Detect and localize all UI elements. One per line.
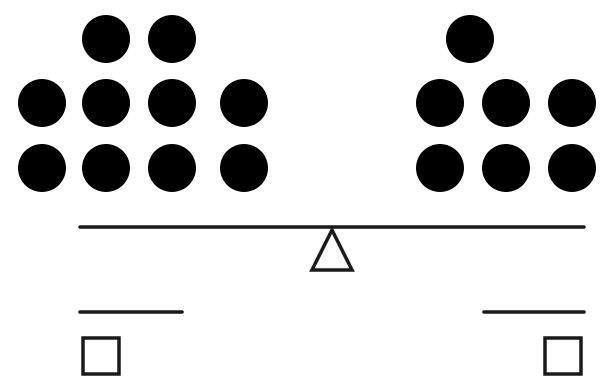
volleyball-icon xyxy=(416,79,464,127)
left-answer-box[interactable] xyxy=(81,336,121,376)
volleyball-icon xyxy=(482,79,530,127)
volleyball-icon xyxy=(548,144,596,192)
volleyball-icon xyxy=(82,144,130,192)
volleyball-icon xyxy=(148,144,196,192)
fulcrum-triangle xyxy=(309,226,355,272)
volleyball-icon xyxy=(220,79,268,127)
volleyball-icon xyxy=(18,144,66,192)
volleyball-icon xyxy=(18,79,66,127)
volleyball-icon xyxy=(148,79,196,127)
volleyball-icon xyxy=(220,144,268,192)
volleyball-icon xyxy=(82,15,130,63)
volleyball-icon xyxy=(82,79,130,127)
right-ball-group xyxy=(416,15,596,192)
volleyball-icon xyxy=(416,144,464,192)
volleyball-icon xyxy=(446,15,494,63)
volleyball-icon xyxy=(548,79,596,127)
volleyball-icon xyxy=(482,144,530,192)
right-answer-box[interactable] xyxy=(543,336,583,376)
left-ball-group xyxy=(18,15,268,192)
volleyball-icon xyxy=(148,15,196,63)
